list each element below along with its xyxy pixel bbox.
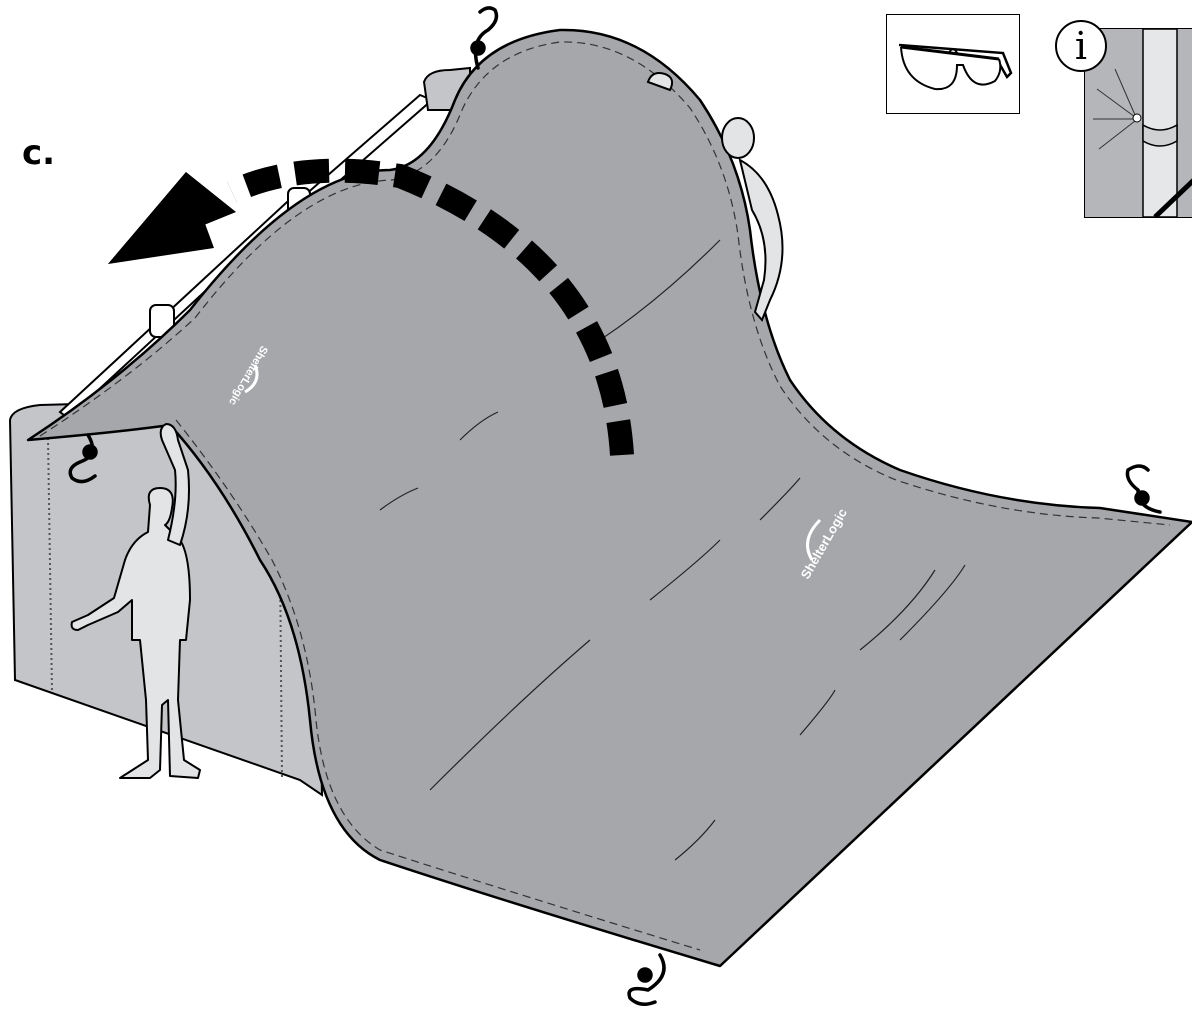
safety-glasses-icon xyxy=(887,15,1018,112)
step-label: c. xyxy=(22,136,55,170)
info-icon: i xyxy=(1055,20,1107,72)
safety-glasses-panel xyxy=(886,14,1020,114)
bungee-hook xyxy=(1127,466,1160,512)
bungee-hook xyxy=(629,955,664,1004)
